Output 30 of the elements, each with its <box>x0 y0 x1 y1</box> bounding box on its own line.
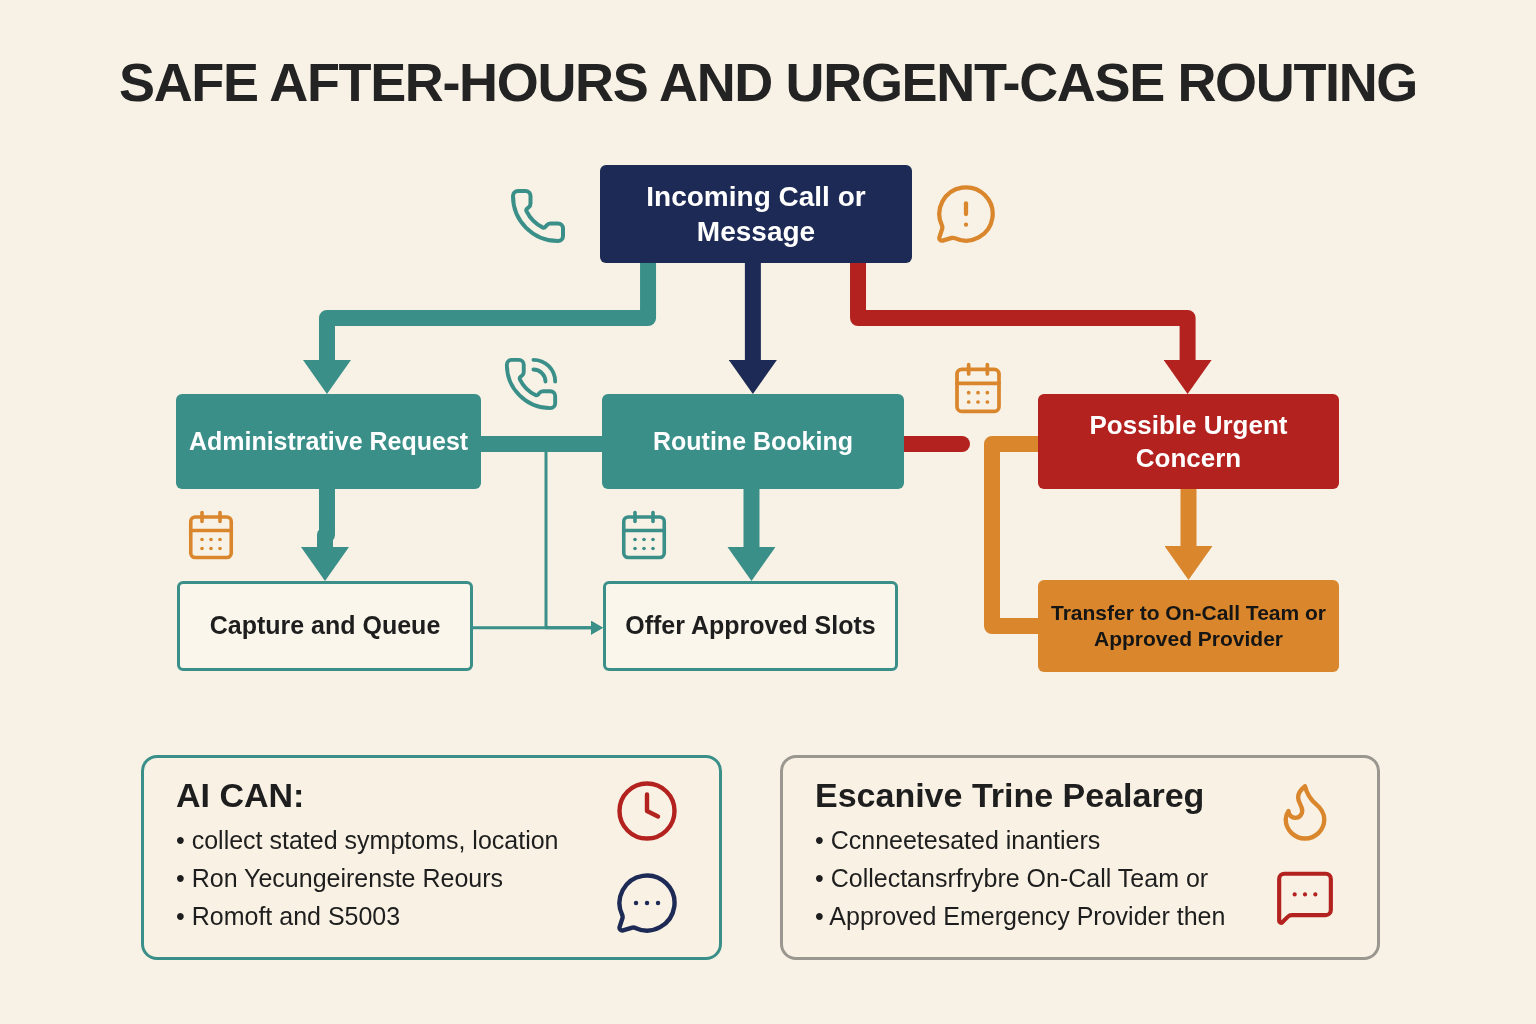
process-box <box>177 581 473 671</box>
connector-line <box>984 435 1038 634</box>
bullet-item: • Ron Yecungeirenste Reours <box>176 862 505 894</box>
arrow <box>1164 489 1213 580</box>
box-label: Transfer to On-Call Team or Approved Provider <box>1050 599 1327 652</box>
process-box <box>176 394 481 489</box>
arrow <box>728 263 777 394</box>
box-label: Possible Urgent Concern <box>1088 409 1289 474</box>
info-panel <box>780 755 1380 960</box>
box-label: Capture and Queue <box>209 610 441 642</box>
process-box <box>1038 394 1339 489</box>
process-box <box>600 165 912 263</box>
arrow <box>301 489 349 581</box>
process-box <box>602 394 904 489</box>
bullet-item: • Approved Emergency Provider then <box>815 900 1227 932</box>
box-label: Administrative Request <box>188 425 469 457</box>
panel-heading: AI CAN: <box>176 775 306 816</box>
info-panel <box>141 755 722 960</box>
box-label: Routine Booking <box>653 425 853 457</box>
diagram-title: SAFE AFTER-HOURS AND URGENT-CASE ROUTING <box>118 51 1418 114</box>
box-label: Incoming Call or Message <box>645 180 867 249</box>
bullet-item: • Collectansrfrybre On-Call Team or <box>815 862 1210 894</box>
bullet-item: • Romoft and S5003 <box>176 900 402 932</box>
box-label: Offer Approved Slots <box>625 610 876 642</box>
arrow <box>727 489 776 581</box>
bullet-item: • collect stated symptoms, location <box>176 824 560 856</box>
bullet-item: • Ccnneetesated inantiers <box>815 824 1102 856</box>
process-box <box>603 581 898 671</box>
process-box <box>1038 580 1339 672</box>
panel-heading: Escanive Trine Pealareg <box>815 775 1206 816</box>
